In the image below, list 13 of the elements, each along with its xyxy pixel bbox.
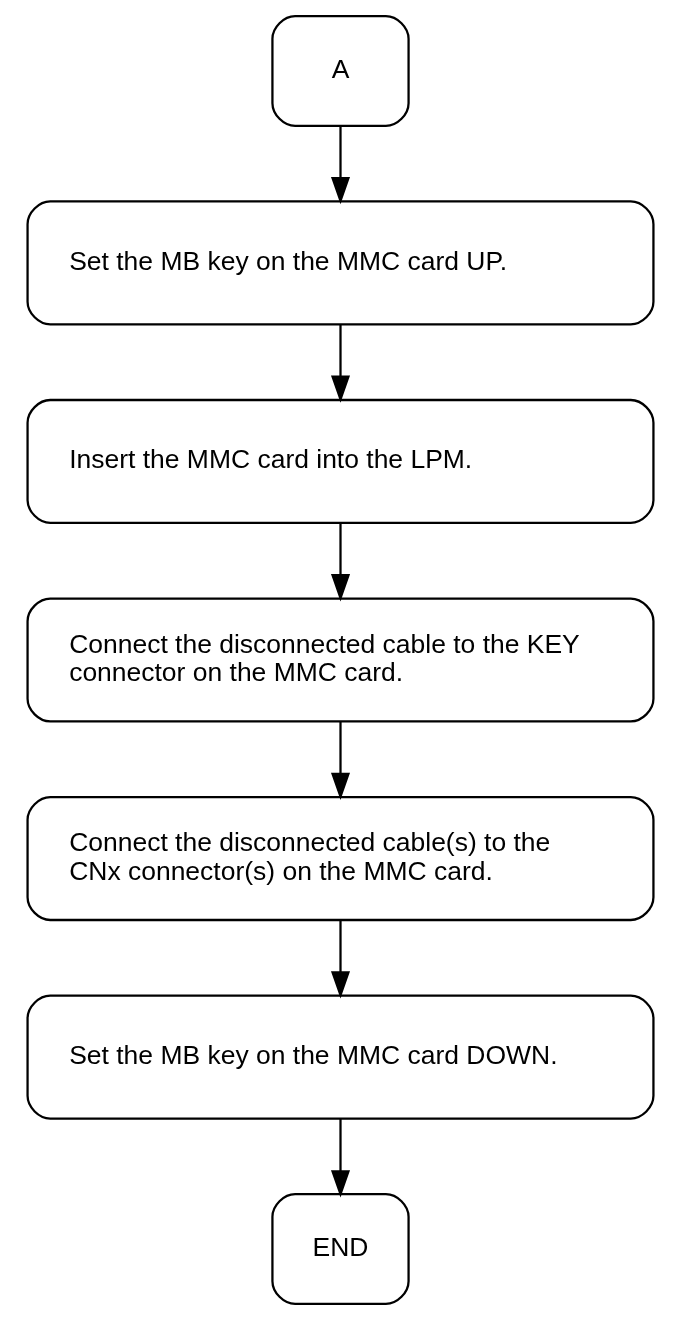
node-box: Connect the disconnected cable to the KEY connector on the MMC card.	[25, 597, 655, 723]
node-box: Connect the disconnected cable(s) to the CNx connector(s) on the MMC card.	[25, 795, 655, 922]
arrow	[330, 523, 350, 602]
node-box: A	[270, 15, 410, 127]
node-box: END	[270, 1193, 410, 1305]
node-box: Insert the MMC card into the LPM.	[25, 398, 655, 525]
node-box: Set the MB key on the MMC card DOWN.	[25, 994, 655, 1120]
arrow	[330, 1119, 350, 1198]
arrow	[330, 126, 350, 205]
arrow	[330, 721, 350, 800]
node-box: Set the MB key on the MMC card UP.	[25, 200, 655, 326]
arrow	[330, 324, 350, 403]
arrow	[330, 920, 350, 999]
